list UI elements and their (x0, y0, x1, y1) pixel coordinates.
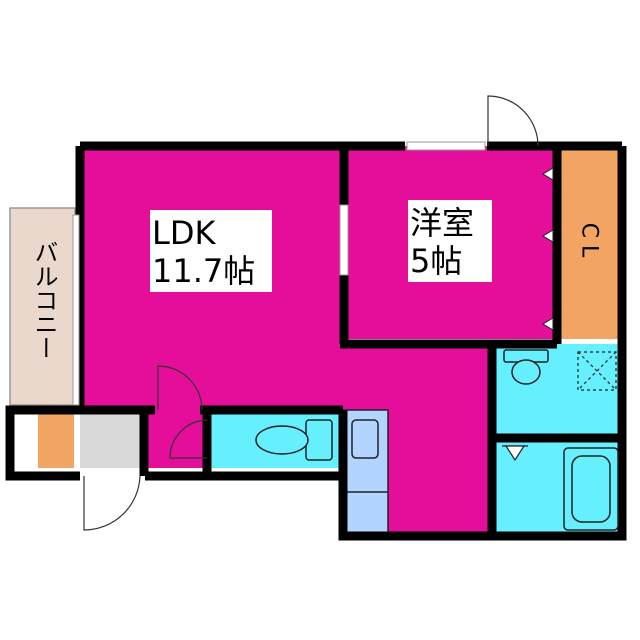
shoe-storage (38, 410, 74, 468)
western-label-box (408, 200, 492, 282)
window-partition (339, 204, 349, 276)
door-swing-icon (83, 95, 539, 531)
ldk-name: LDK (152, 214, 216, 252)
ldk-size: 11.7帖 (152, 252, 255, 290)
closet-label: C L (577, 223, 602, 258)
balcony-label: バルコニー (30, 240, 58, 360)
closet-door-markers (542, 167, 554, 331)
bathtub-icon (563, 447, 619, 531)
walls (5, 141, 627, 541)
washing-machine-icon (577, 351, 617, 391)
entrance (80, 410, 144, 468)
sink (351, 419, 379, 459)
toilet-icon (503, 349, 549, 385)
closet (557, 146, 622, 339)
toilet-icon (255, 419, 333, 461)
window-top (406, 141, 486, 151)
western-name: 洋室 (410, 204, 474, 242)
western-size: 5帖 (410, 242, 462, 280)
ldk-label-box (150, 210, 272, 292)
balcony (9, 207, 76, 406)
washbasin-icon (502, 445, 528, 462)
window-balcony (72, 214, 80, 406)
